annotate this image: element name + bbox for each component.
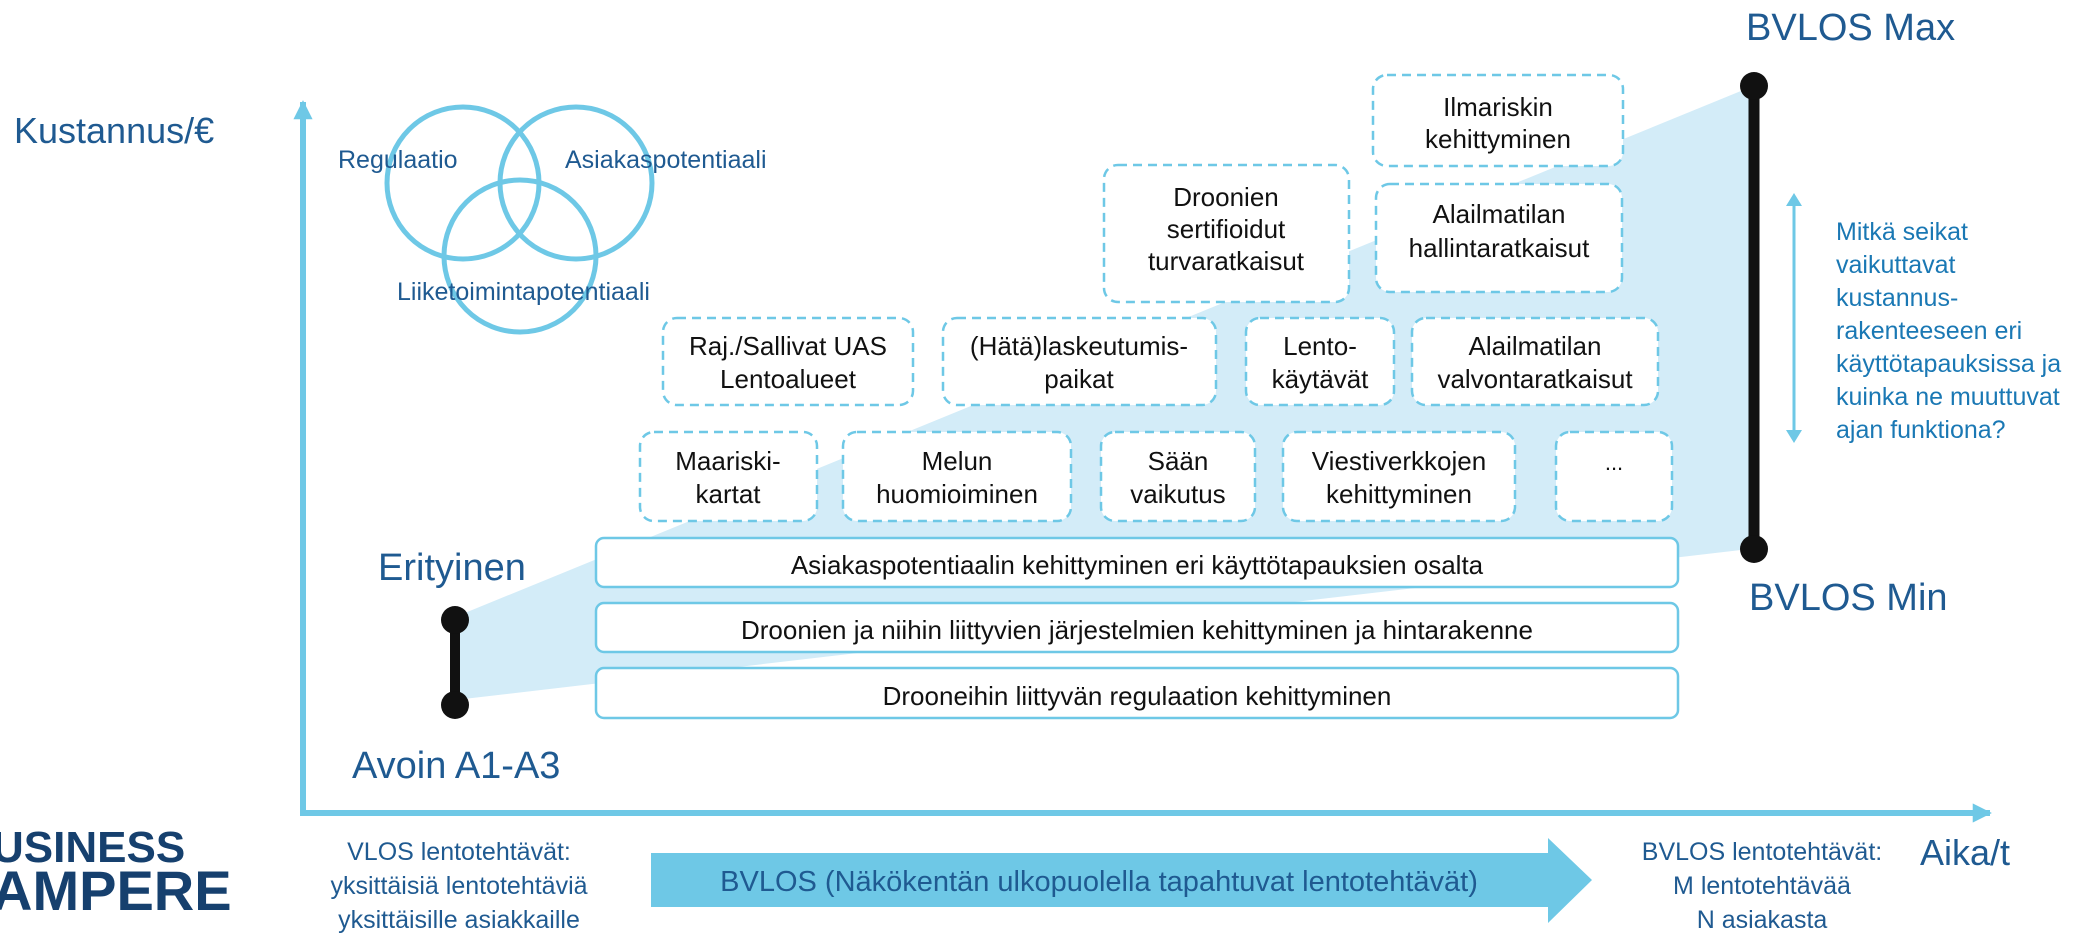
svg-text:paikat: paikat (1044, 364, 1114, 394)
factor-saan: Sään vaikutus (1099, 430, 1257, 523)
factor-alailmatilan-valvonta: Alailmatilan valvontaratkaisut (1410, 316, 1660, 407)
venn-label-asiakaspotentiaali: Asiakaspotentiaali (565, 146, 767, 174)
svg-text:rakenteeseen eri: rakenteeseen eri (1836, 317, 2022, 345)
range-bvlos (1740, 72, 1768, 563)
factor-ilmariskin: Ilmariskin kehittyminen (1371, 73, 1625, 168)
label-bvlos-min: BVLOS Min (1749, 577, 1948, 619)
svg-text:AMPERE: AMPERE (0, 859, 232, 922)
label-bvlos-max: BVLOS Max (1746, 7, 1955, 49)
factor-maariski: Maariski- kartat (638, 430, 819, 523)
svg-text:kehittyminen: kehittyminen (1326, 479, 1472, 509)
svg-text:ajan funktiona?: ajan funktiona? (1836, 416, 2006, 444)
bvlos-right-text: BVLOS lentotehtävät: M lentotehtävää N a… (1642, 838, 1882, 933)
svg-text:sertifioidut: sertifioidut (1167, 214, 1286, 244)
svg-text:vaikutus: vaikutus (1130, 479, 1225, 509)
svg-text:Alailmatilan: Alailmatilan (1433, 199, 1566, 229)
svg-text:hallintaratkaisut: hallintaratkaisut (1409, 233, 1590, 263)
svg-text:Alailmatilan: Alailmatilan (1469, 331, 1602, 361)
svg-text:BVLOS (Näkökentän ulkopuolella: BVLOS (Näkökentän ulkopuolella tapahtuva… (720, 866, 1478, 898)
venn-diagram: Regulaatio Asiakaspotentiaali Liiketoimi… (338, 104, 767, 335)
svg-text:...: ... (1605, 450, 1623, 475)
svg-text:(Hätä)laskeutumis-: (Hätä)laskeutumis- (970, 331, 1188, 361)
svg-text:käyttötapauksissa ja: käyttötapauksissa ja (1836, 350, 2061, 378)
svg-text:turvaratkaisut: turvaratkaisut (1148, 246, 1305, 276)
svg-text:Ilmariskin: Ilmariskin (1443, 92, 1553, 122)
svg-text:Lento-: Lento- (1283, 331, 1357, 361)
venn-label-regulaatio: Regulaatio (338, 146, 458, 174)
svg-text:BVLOS lentotehtävät:: BVLOS lentotehtävät: (1642, 838, 1882, 866)
factor-more: ... (1554, 430, 1674, 523)
svg-text:kartat: kartat (695, 479, 761, 509)
question-text: Mitkä seikat vaikuttavat kustannus- rake… (1836, 218, 2061, 444)
svg-text:Viestiverkkojen: Viestiverkkojen (1312, 446, 1486, 476)
business-tampere-logo: USINESS AMPERE (0, 823, 232, 922)
foundation-regulaatio: Drooneihin liittyvän regulaation kehitty… (594, 666, 1680, 720)
bvlos-arrow: BVLOS (Näkökentän ulkopuolella tapahtuva… (651, 838, 1592, 923)
svg-text:Droonien ja niihin liittyvien: Droonien ja niihin liittyvien järjestelm… (741, 615, 1533, 645)
factor-alailmatilan-hallinta: Alailmatilan hallintaratkaisut (1374, 182, 1624, 294)
svg-text:valvontaratkaisut: valvontaratkaisut (1437, 364, 1633, 394)
svg-text:USINESS: USINESS (0, 823, 185, 872)
svg-text:käytävät: käytävät (1272, 364, 1370, 394)
svg-text:yksittäisiä lentotehtäviä: yksittäisiä lentotehtäviä (330, 872, 587, 900)
y-axis-label: Kustannus/€ (14, 110, 214, 151)
svg-text:kustannus-: kustannus- (1836, 284, 1958, 312)
factor-lento: Lento- käytävät (1244, 316, 1396, 407)
label-avoin: Avoin A1-A3 (352, 745, 560, 787)
label-erityinen: Erityinen (378, 547, 526, 589)
range-double-arrow (1786, 193, 1802, 443)
foundation-asiakas: Asiakaspotentiaalin kehittyminen eri käy… (594, 536, 1680, 589)
svg-text:Mitkä seikat: Mitkä seikat (1836, 218, 1968, 246)
svg-text:N asiakasta: N asiakasta (1697, 906, 1828, 933)
range-open-specific (441, 606, 469, 719)
factor-droonien-sertifioidut: Droonien sertifioidut turvaratkaisut (1102, 163, 1351, 304)
svg-text:Asiakaspotentiaalin kehittymin: Asiakaspotentiaalin kehittyminen eri käy… (791, 550, 1484, 580)
foundation-droonien: Droonien ja niihin liittyvien järjestelm… (594, 601, 1680, 654)
svg-text:Lentoalueet: Lentoalueet (720, 364, 857, 394)
svg-text:huomioiminen: huomioiminen (876, 479, 1038, 509)
svg-text:yksittäisille asiakkaille: yksittäisille asiakkaille (338, 906, 580, 933)
vlos-text: VLOS lentotehtävät: yksittäisiä lentoteh… (330, 838, 587, 933)
x-axis-label: Aika/t (1920, 832, 2010, 873)
factor-hata: (Hätä)laskeutumis- paikat (941, 316, 1218, 407)
venn-label-liiketoiminta: Liiketoimintapotentiaali (397, 278, 650, 306)
svg-text:kehittyminen: kehittyminen (1425, 124, 1571, 154)
svg-text:kuinka ne muuttuvat: kuinka ne muuttuvat (1836, 383, 2060, 411)
svg-text:Maariski-: Maariski- (675, 446, 780, 476)
factor-raj-sallivat: Raj./Sallivat UAS Lentoalueet (661, 316, 915, 407)
factor-viestiverkkojen: Viestiverkkojen kehittyminen (1281, 430, 1517, 523)
svg-text:vaikuttavat: vaikuttavat (1836, 251, 1956, 279)
svg-text:Sään: Sään (1148, 446, 1209, 476)
svg-text:Droonien: Droonien (1173, 182, 1279, 212)
svg-text:Melun: Melun (922, 446, 993, 476)
svg-text:Drooneihin liittyvän regulaati: Drooneihin liittyvän regulaation kehitty… (883, 681, 1392, 711)
factor-melun: Melun huomioiminen (841, 430, 1073, 523)
svg-text:VLOS lentotehtävät:: VLOS lentotehtävät: (347, 838, 571, 866)
svg-text:Raj./Sallivat UAS: Raj./Sallivat UAS (689, 331, 887, 361)
svg-text:M lentotehtävää: M lentotehtävää (1673, 872, 1851, 900)
